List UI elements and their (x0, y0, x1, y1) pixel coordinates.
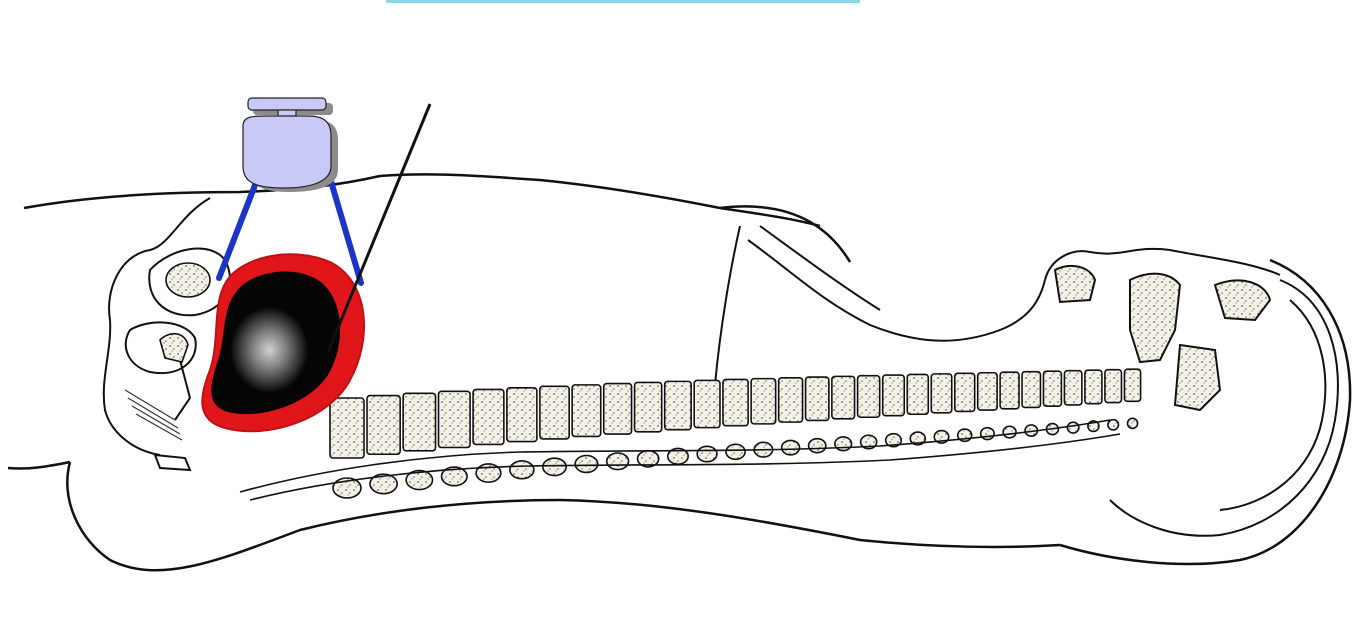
vertebra (572, 385, 601, 437)
vertebra (883, 375, 905, 416)
spinous-process (1108, 420, 1119, 430)
vertebra (507, 388, 537, 442)
vertebra (367, 396, 400, 455)
vertebra (1085, 370, 1102, 404)
spinous-process (543, 458, 566, 475)
vertebra (403, 393, 435, 450)
vertebra (540, 386, 569, 439)
vertebra (907, 374, 928, 414)
spinous-process (782, 440, 800, 454)
vertebra (604, 384, 632, 434)
vertebra (931, 374, 951, 413)
vertebra (439, 391, 471, 447)
spinous-process (1067, 422, 1078, 433)
ultrasound-transducer-icon (243, 98, 338, 192)
vertebra (473, 389, 504, 444)
vertebra (723, 379, 748, 425)
spinous-process (726, 444, 745, 459)
vertebra (858, 376, 880, 418)
spinous-process (1003, 426, 1016, 438)
vertebra (330, 398, 364, 458)
vertebra (751, 379, 776, 424)
vertebra (1105, 370, 1122, 403)
pubic-region (104, 198, 230, 470)
spinous-process (607, 453, 629, 470)
spinous-process (1127, 418, 1137, 428)
spinous-process (981, 428, 994, 440)
vertebra (779, 378, 803, 422)
spinous-process (697, 446, 717, 461)
vertebra (1043, 371, 1061, 406)
pelvic-floor-hatching (125, 390, 182, 440)
vertebra (978, 373, 997, 410)
vertebra (1064, 371, 1081, 405)
vertebra (1022, 372, 1040, 408)
spinous-process (809, 439, 826, 453)
vertebra (832, 376, 855, 418)
spinous-process (575, 456, 598, 473)
vertebra (1124, 369, 1140, 401)
vertebra (955, 373, 975, 411)
spinous-process (835, 437, 852, 451)
vertebra (806, 377, 829, 420)
vertebra (665, 381, 691, 429)
vertebra (694, 380, 720, 427)
vertebra (635, 382, 662, 431)
spinous-process (510, 461, 534, 479)
vertebra (1000, 372, 1019, 409)
